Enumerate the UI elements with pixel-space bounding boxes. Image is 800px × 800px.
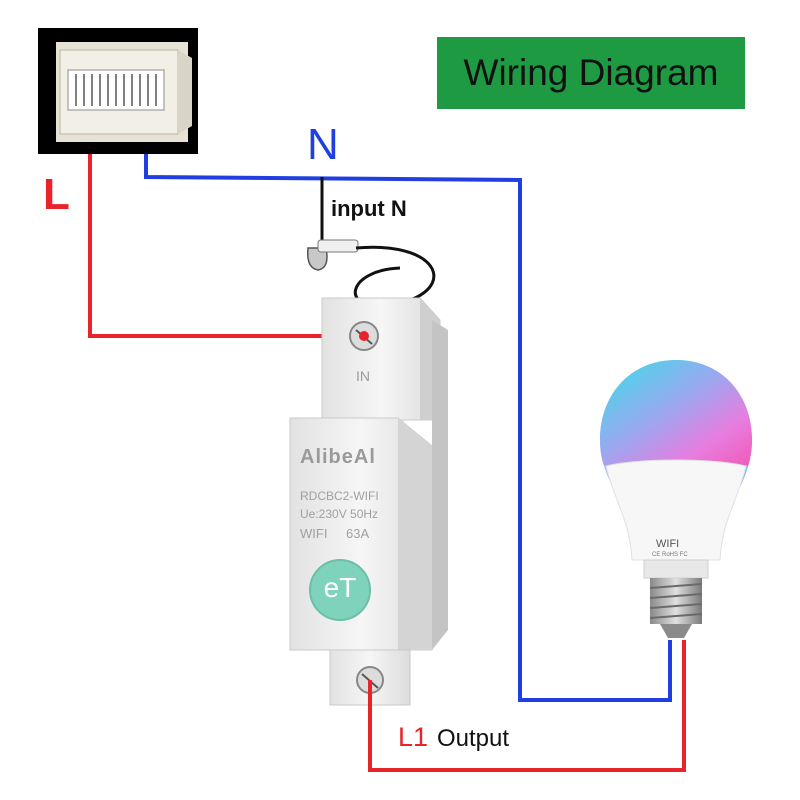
- smart-bulb-icon: [600, 360, 752, 638]
- breaker-current: 63A: [346, 526, 370, 541]
- diagram-title: Wiring Diagram: [463, 52, 719, 93]
- neutral-wire: [144, 154, 672, 702]
- live-wire-output: [368, 640, 686, 772]
- breaker-terminal-in-label: IN: [356, 368, 370, 384]
- live-wire-input: [88, 154, 364, 338]
- breaker-brand: AlibeAl: [300, 446, 376, 468]
- input-neutral-label: input N: [331, 196, 407, 221]
- bulb-wifi-label: WIFI: [656, 538, 680, 550]
- breaker-wifi-label: WIFI: [300, 526, 328, 541]
- breaker-model: RDCBC2-WIFI: [300, 489, 379, 503]
- bulb-fine-print: CE RoHS FC: [652, 552, 688, 558]
- neutral-lug-icon: [306, 239, 436, 308]
- breaker-button-logo: eT: [323, 572, 357, 603]
- smart-breaker-icon: [289, 297, 448, 706]
- breaker-rating: Ue:230V 50Hz: [300, 507, 379, 521]
- neutral-label: N: [307, 120, 339, 169]
- output-label: Output: [437, 725, 510, 752]
- title-banner: Wiring Diagram: [437, 37, 745, 109]
- output-terminal-label: L1: [398, 722, 429, 752]
- distribution-panel-icon: [38, 28, 198, 154]
- live-label: L: [43, 170, 70, 219]
